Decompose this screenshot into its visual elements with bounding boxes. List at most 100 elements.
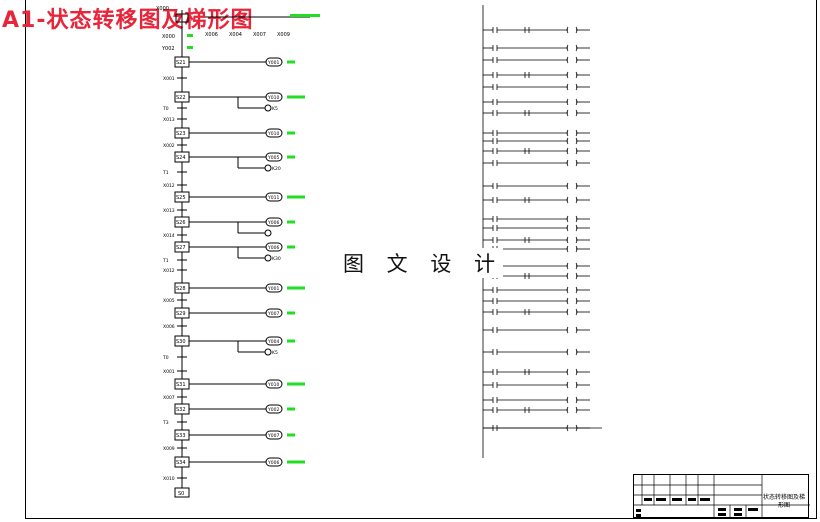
- action-box: [265, 430, 283, 440]
- output-coil: [566, 215, 578, 223]
- transition-label: X012: [163, 268, 175, 274]
- output-coil: [566, 297, 578, 305]
- transition-label: X001: [163, 76, 175, 82]
- step-label: S24: [176, 155, 186, 161]
- action-label: Y007: [267, 311, 279, 317]
- transition-label: X005: [163, 298, 175, 304]
- output-coil: [566, 56, 578, 64]
- action-label: Y001: [267, 286, 279, 292]
- output-coil: [566, 245, 578, 253]
- output-coil: [566, 381, 578, 389]
- output-coil: [566, 262, 578, 270]
- timer-label: K5: [272, 106, 278, 112]
- step-label: S25: [176, 195, 186, 201]
- output-coil: [566, 368, 578, 376]
- step-label: S26: [176, 220, 186, 226]
- step-label: S33: [176, 433, 186, 439]
- timer-label: K20: [272, 166, 281, 172]
- output-coil: [566, 308, 578, 316]
- step-label: S32: [176, 407, 186, 413]
- drawing-frame: [25, 0, 817, 519]
- step-label: S22: [176, 95, 186, 101]
- output-coil: [566, 272, 578, 280]
- step-label: S21: [176, 60, 186, 66]
- output-coil: [566, 196, 578, 204]
- active-marker: [287, 155, 295, 159]
- transition-label: X014: [163, 233, 175, 239]
- action-label: Y006: [267, 460, 279, 466]
- action-label: Y006: [267, 220, 279, 226]
- action-label: Y010: [267, 95, 279, 101]
- step-label: S31: [176, 382, 186, 388]
- input-label-bottom: X009: [277, 32, 290, 38]
- action-label: Y007: [267, 433, 279, 439]
- transition-label: X006: [163, 324, 175, 330]
- output-coil: [566, 71, 578, 79]
- action-box: [265, 152, 283, 162]
- output-coil: [566, 236, 578, 244]
- active-marker: [287, 131, 295, 135]
- action-label: Y010: [267, 382, 279, 388]
- action-box: [265, 283, 283, 293]
- active-marker: [290, 14, 320, 17]
- action-box: [265, 404, 283, 414]
- active-marker: [287, 407, 295, 411]
- input-label-bottom: X006: [205, 32, 218, 38]
- output-coil: [566, 137, 578, 145]
- action-label: Y002: [267, 407, 279, 413]
- title-block-drawing-name: 状态转移图及梯形图: [762, 494, 805, 509]
- action-label: Y006: [267, 245, 279, 251]
- drawing-title: A1-状态转移图及梯形图: [2, 8, 254, 33]
- output-coil: [566, 406, 578, 414]
- active-marker: [287, 286, 305, 290]
- output-coil: [566, 26, 578, 34]
- input-label-bottom: X004: [229, 32, 242, 38]
- transition-label: T0: [162, 355, 169, 361]
- title-block: [633, 474, 810, 519]
- action-box: [265, 192, 283, 202]
- transition-label: T1: [162, 258, 169, 264]
- active-marker: [287, 460, 305, 464]
- init-label: X000: [162, 34, 175, 40]
- final-step-label: S0: [178, 491, 184, 497]
- step-label: S34: [176, 460, 186, 466]
- output-coil: [566, 224, 578, 232]
- init-label: Y002: [161, 46, 175, 52]
- step-label: S30: [176, 339, 186, 345]
- action-box: [265, 92, 283, 102]
- output-coil: [566, 83, 578, 91]
- transition-label: T3: [162, 420, 169, 426]
- transition-label: X010: [163, 476, 175, 482]
- timer-label: K30: [272, 256, 281, 262]
- active-marker: [287, 220, 295, 224]
- action-box: [265, 336, 283, 346]
- timer-coil: [264, 104, 272, 112]
- timer-coil: [264, 348, 272, 356]
- output-coil: [566, 348, 578, 356]
- transition-label: X002: [163, 143, 175, 149]
- action-label: Y004: [267, 339, 279, 345]
- transition-label: X007: [163, 395, 175, 401]
- active-marker: [287, 311, 295, 315]
- step-label: S23: [176, 131, 186, 137]
- transition-label: X001: [163, 369, 175, 375]
- transition-label: X012: [163, 183, 175, 189]
- timer-coil: [264, 164, 272, 172]
- step-label: S27: [176, 245, 186, 251]
- action-label: Y005: [267, 155, 279, 161]
- transition-label: T0: [162, 106, 169, 112]
- output-coil: [566, 396, 578, 404]
- action-box: [265, 379, 283, 389]
- transition-label: T1: [162, 170, 169, 176]
- output-coil: [566, 147, 578, 155]
- step-label: S29: [176, 311, 186, 317]
- action-label: Y001: [267, 60, 279, 66]
- active-marker: [287, 95, 305, 99]
- output-coil: [566, 129, 578, 137]
- input-label-top: X000: [156, 6, 169, 12]
- input-label-bottom: X007: [253, 32, 266, 38]
- active-marker: [287, 245, 295, 249]
- timer-coil: [264, 254, 272, 262]
- active-marker: [287, 60, 295, 64]
- action-box: [265, 217, 283, 227]
